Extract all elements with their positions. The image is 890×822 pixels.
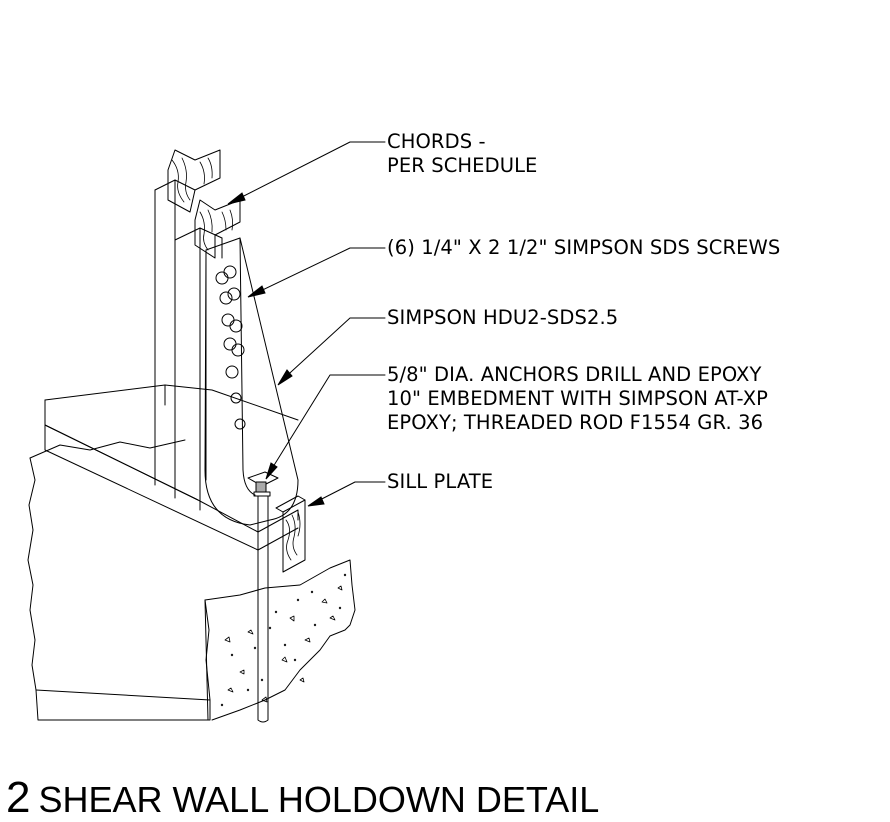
- concrete-foundation: [27, 439, 356, 721]
- callout-anchors-line-3: EPOXY; THREADED ROD F1554 GR. 36: [387, 411, 764, 434]
- callout-chords-line-2: PER SCHEDULE: [387, 154, 538, 177]
- wall-chords: [154, 149, 241, 511]
- callout-chords: CHORDS - PER SCHEDULE: [387, 130, 537, 178]
- sds-screws: [215, 265, 246, 430]
- detail-title-text: SHEAR WALL HOLDOWN DETAIL: [38, 779, 600, 820]
- callout-sill-plate: SILL PLATE: [387, 470, 493, 494]
- callout-anchors-line-1: 5/8" DIA. ANCHORS DRILL AND EPOXY: [387, 363, 762, 386]
- callout-anchors: 5/8" DIA. ANCHORS DRILL AND EPOXY 10" EM…: [387, 363, 768, 435]
- leader-arrowheads: [227, 192, 325, 507]
- callout-holdown: SIMPSON HDU2-SDS2.5: [387, 306, 618, 330]
- callout-holdown-line-1: SIMPSON HDU2-SDS2.5: [387, 306, 619, 329]
- callout-screws: (6) 1/4" X 2 1/2" SIMPSON SDS SCREWS: [387, 236, 780, 260]
- detail-number: 2: [6, 773, 31, 822]
- anchor-rod: [257, 495, 269, 723]
- callout-sill-line-1: SILL PLATE: [387, 470, 494, 493]
- holdown-bracket: [204, 237, 299, 526]
- callout-chords-line-1: CHORDS -: [387, 130, 486, 153]
- leader-lines: [229, 141, 386, 506]
- callout-screws-line-1: (6) 1/4" X 2 1/2" SIMPSON SDS SCREWS: [387, 236, 781, 259]
- callout-anchors-line-2: 10" EMBEDMENT WITH SIMPSON AT-XP: [387, 387, 769, 410]
